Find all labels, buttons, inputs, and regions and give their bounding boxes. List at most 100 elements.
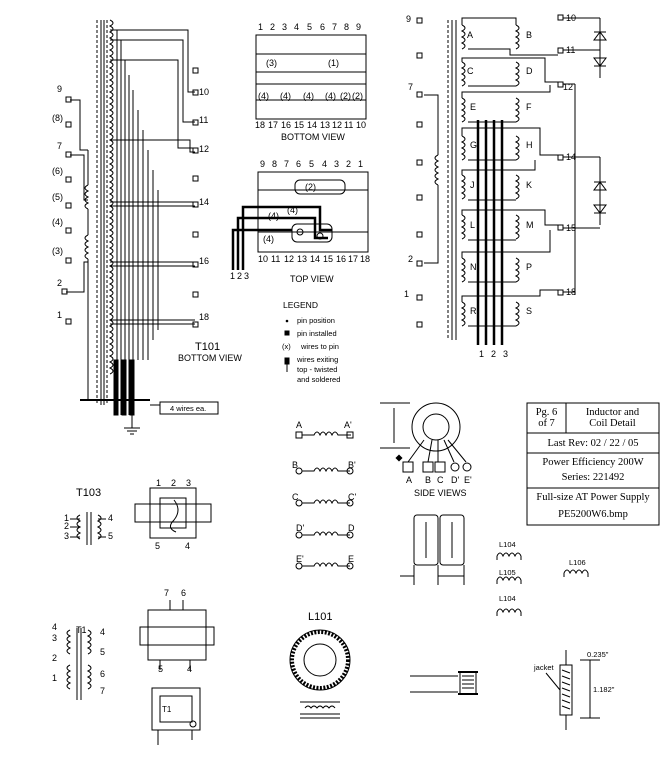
svg-text:1: 1 bbox=[479, 349, 484, 359]
t101-left-pin-8: (8) bbox=[52, 113, 63, 123]
legend-item-pin-installed: pin installed bbox=[297, 329, 337, 338]
connector-top-wire-numbers: 1 2 3 bbox=[230, 271, 249, 281]
t103-transformer bbox=[70, 487, 212, 545]
svg-text:2: 2 bbox=[237, 271, 242, 281]
right-schematic bbox=[416, 14, 607, 345]
connector-top-mark: (2) bbox=[305, 182, 316, 192]
svg-text:(4): (4) bbox=[303, 91, 314, 101]
t101-left-pin-4: (4) bbox=[52, 217, 63, 227]
right-left-pin-7: 7 bbox=[408, 82, 413, 92]
t1-pin: 7 bbox=[100, 686, 105, 696]
svg-text:D: D bbox=[526, 66, 533, 76]
svg-text:8: 8 bbox=[344, 22, 349, 32]
connector-bottom-top-pins: 1 2 3 4 5 6 7 8 9 bbox=[258, 22, 361, 32]
svg-text:D: D bbox=[348, 523, 355, 533]
side-views-label: SIDE VIEWS bbox=[414, 488, 467, 498]
potted-inductor bbox=[400, 514, 465, 585]
connector-top-bottom-pins: 10 11 12 13 14 15 16 17 18 bbox=[258, 254, 370, 264]
svg-text:C': C' bbox=[348, 492, 356, 502]
t101-left-pin-5: (5) bbox=[52, 192, 63, 202]
svg-text:B: B bbox=[425, 475, 431, 485]
svg-text:10: 10 bbox=[356, 120, 366, 130]
svg-text:18: 18 bbox=[360, 254, 370, 264]
t101-right-pin-14: 14 bbox=[199, 197, 209, 207]
svg-text:(2): (2) bbox=[352, 91, 363, 101]
svg-text:1: 1 bbox=[258, 22, 263, 32]
t103-pin: 5 bbox=[108, 531, 113, 541]
svg-text:D': D' bbox=[451, 475, 459, 485]
svg-text:12: 12 bbox=[284, 254, 294, 264]
dimension-diameter: 0.235" bbox=[587, 650, 609, 659]
svg-text:10: 10 bbox=[258, 254, 268, 264]
t103-body-pin: 4 bbox=[185, 541, 190, 551]
t1-body-pin: 5 bbox=[158, 664, 163, 674]
svg-text:(4): (4) bbox=[325, 91, 336, 101]
svg-text:18: 18 bbox=[255, 120, 265, 130]
t1-pin: 6 bbox=[100, 669, 105, 679]
svg-text:13: 13 bbox=[320, 120, 330, 130]
svg-text:C: C bbox=[437, 475, 444, 485]
t1-body-pin: 4 bbox=[187, 664, 192, 674]
title-file: PE5200W6.bmp bbox=[558, 508, 628, 520]
legend-title: LEGEND bbox=[283, 300, 318, 310]
right-left-pin-9: 9 bbox=[406, 14, 411, 24]
svg-text:6: 6 bbox=[296, 159, 301, 169]
svg-text:11: 11 bbox=[344, 120, 353, 130]
connector-top-view bbox=[231, 171, 369, 270]
svg-text:17: 17 bbox=[268, 120, 278, 130]
connector-bottom-mark: (1) bbox=[328, 58, 339, 68]
right-wire-numbers: 1 2 3 bbox=[479, 349, 508, 359]
right-pin-11: 11 bbox=[566, 45, 575, 55]
svg-text:(2): (2) bbox=[340, 91, 351, 101]
svg-text:14: 14 bbox=[307, 120, 317, 130]
dimension-jacket-label: jacket bbox=[533, 663, 555, 672]
svg-text:(4): (4) bbox=[280, 91, 291, 101]
svg-text:M: M bbox=[526, 220, 534, 230]
t1-pin: 5 bbox=[100, 647, 105, 657]
svg-text:13: 13 bbox=[297, 254, 307, 264]
svg-text:E': E' bbox=[296, 554, 304, 564]
dimension-length: 1.182" bbox=[593, 685, 615, 694]
svg-text:R: R bbox=[470, 306, 477, 316]
svg-text:D': D' bbox=[296, 523, 304, 533]
coil-pairs bbox=[295, 431, 354, 570]
t1-transformer bbox=[66, 600, 215, 745]
l106-label: L106 bbox=[569, 558, 586, 567]
svg-text:8: 8 bbox=[272, 159, 277, 169]
t103-body-pin: 1 bbox=[156, 478, 161, 488]
t101-right-pin-12: 12 bbox=[199, 144, 209, 154]
t101-right-pin-16: 16 bbox=[199, 256, 209, 266]
svg-text:2: 2 bbox=[346, 159, 351, 169]
t103-pin: 4 bbox=[108, 513, 113, 523]
svg-text:E: E bbox=[348, 554, 354, 564]
svg-text:5: 5 bbox=[307, 22, 312, 32]
title-company: Power Efficiency 200W bbox=[542, 456, 644, 468]
t101-left-pin-1: 1 bbox=[57, 310, 62, 320]
t101-right-pin-18: 18 bbox=[199, 312, 209, 322]
small-inductors bbox=[496, 552, 589, 616]
legend-symbols bbox=[284, 319, 290, 372]
t101-left-pin-9: 9 bbox=[57, 84, 62, 94]
svg-text:A': A' bbox=[344, 420, 352, 430]
right-coil-letters-right: B D F H K M P S bbox=[526, 30, 534, 316]
t103-pin: 1 bbox=[64, 513, 69, 523]
svg-text:17: 17 bbox=[348, 254, 358, 264]
legend-item-pin-position: pin position bbox=[297, 316, 335, 325]
legend-item-wires-exiting: wires exiting bbox=[296, 355, 338, 364]
svg-text:3: 3 bbox=[334, 159, 339, 169]
svg-text:(4): (4) bbox=[258, 91, 269, 101]
svg-text:C: C bbox=[292, 492, 299, 502]
t1-pin: 3 bbox=[52, 633, 57, 643]
svg-text:4: 4 bbox=[322, 159, 327, 169]
t1-pin: 4 bbox=[52, 622, 57, 632]
svg-text:9: 9 bbox=[260, 159, 265, 169]
l101-toroid bbox=[289, 629, 351, 719]
connector-top-view-label: TOP VIEW bbox=[290, 274, 334, 284]
t101-transformer bbox=[61, 19, 219, 435]
right-coil-letters-left: A C E G J L N R bbox=[467, 30, 477, 316]
l104-label: L104 bbox=[499, 594, 516, 603]
svg-text:H: H bbox=[526, 140, 533, 150]
connector-top-mark: (4) bbox=[287, 205, 298, 215]
title-product: Full-size AT Power Supply bbox=[536, 491, 650, 503]
connector-bottom-view-label: BOTTOM VIEW bbox=[281, 132, 345, 142]
